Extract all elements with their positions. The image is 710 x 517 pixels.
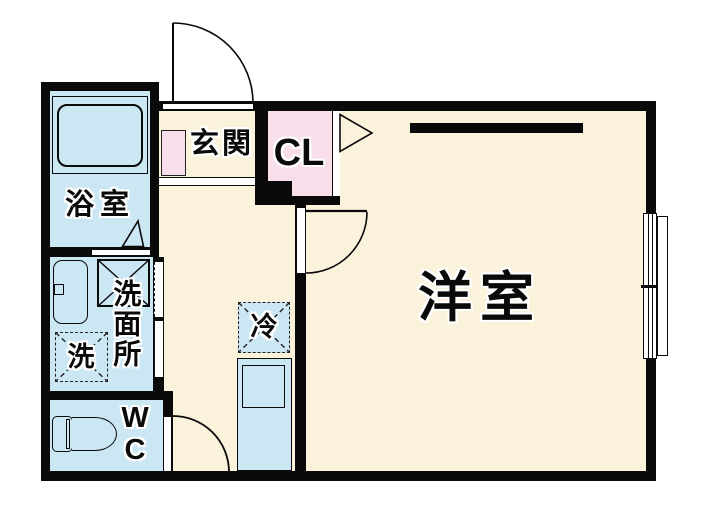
hall-room-divider-wall (295, 204, 306, 471)
entrance-door-swing-arc (172, 22, 254, 104)
bathtub (57, 104, 143, 167)
closet-floor-extension (292, 181, 333, 196)
wall-left (41, 82, 50, 481)
refrigerator-label: 冷 (250, 312, 278, 342)
washroom-label: 洗面所 (110, 279, 142, 369)
closet-label: CL (273, 132, 325, 174)
bathroom-wall-top (41, 82, 159, 91)
toilet-tank-divider (66, 419, 70, 449)
toilet-bowl (72, 417, 117, 451)
toilet-door-leaf (163, 416, 172, 472)
washroom-door-opening (153, 321, 164, 377)
bath-unit-outline (52, 96, 148, 174)
wall-bottom (41, 471, 656, 481)
wall-top (155, 101, 656, 111)
bathroom-door-opening (92, 248, 150, 256)
closet-floor (268, 111, 333, 181)
bathroom-wall-right (150, 82, 159, 257)
bathroom-label: 浴室 (64, 189, 135, 221)
vanity-unit (53, 260, 88, 324)
window-meeting-tick (641, 285, 658, 288)
window-outer-frame (657, 216, 668, 356)
wall-right-upper (646, 101, 656, 213)
kitchen-sink (242, 365, 285, 408)
washroom-counter-dashed-opening (153, 262, 164, 317)
closet-door-track (332, 111, 340, 196)
entrance-step-strip (159, 177, 255, 186)
wall-right-lower (646, 359, 656, 481)
shoe-cabinet (161, 130, 186, 176)
entrance-label: 玄関 (189, 128, 254, 160)
toilet-wall-top (41, 391, 173, 400)
room-door-frame (295, 207, 306, 274)
vanity-faucet (54, 284, 64, 295)
washing-machine-label: 洗 (67, 342, 95, 372)
western-room-label: 洋室 (418, 268, 542, 328)
toilet-label: WC (121, 402, 149, 466)
entrance-threshold (163, 102, 253, 110)
hanger-bar (410, 123, 583, 133)
kitchen-counter (237, 358, 292, 471)
